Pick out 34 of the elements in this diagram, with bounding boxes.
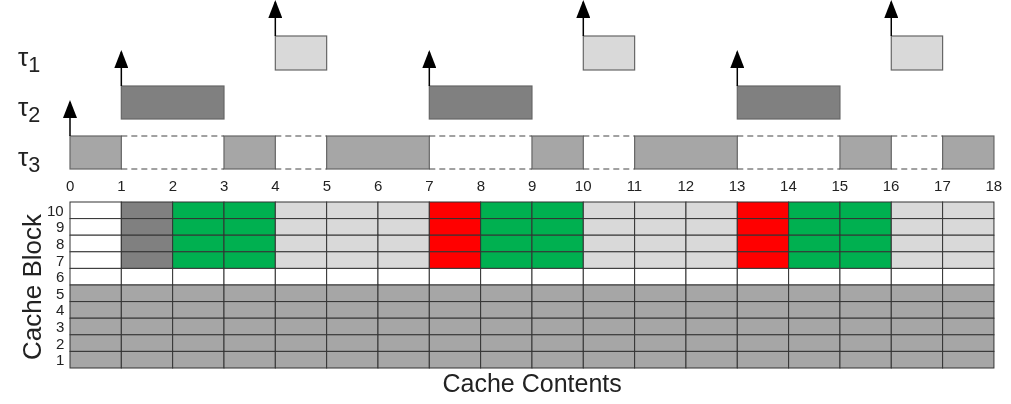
tick-label: 3 [220,178,229,193]
task-label: τ$_{3}$ [18,144,41,176]
task-label: τ$_{1}$ [18,44,41,76]
tick-label: 4 [271,178,280,193]
tick-label: 14 [780,178,797,193]
row-label: 5 [56,285,65,301]
tick-label: 12 [677,178,695,193]
row-label: 4 [56,302,65,318]
tick-label: 18 [985,178,1003,193]
row-label: 8 [56,236,65,251]
tick-label: 10 [574,178,592,193]
tick-label: 5 [322,178,331,193]
tick-label: 0 [66,178,75,193]
tick-label: 2 [168,178,177,193]
row-label: 3 [56,319,65,334]
tick-label: 6 [373,178,383,193]
row-label: 6 [56,269,65,285]
tick-label: 7 [425,178,434,193]
tick-label: 11 [626,178,643,193]
row-label: 10 [47,202,64,218]
axis-title: Cache Contents [442,371,622,396]
row-label: 1 [56,352,65,368]
tick-label: 16 [882,178,900,193]
task-label: τ$_{2}$ [18,94,41,126]
tick-label: 8 [476,178,485,193]
row-label: 9 [56,219,65,235]
tick-label: 1 [117,178,126,193]
tick-label: 17 [934,178,951,193]
tick-label: 9 [527,178,537,193]
axis-title: Cache Block [19,214,45,360]
tick-label: 13 [728,178,746,193]
tick-label: 15 [831,178,849,193]
row-label: 7 [56,252,65,268]
row-label: 2 [56,335,65,351]
